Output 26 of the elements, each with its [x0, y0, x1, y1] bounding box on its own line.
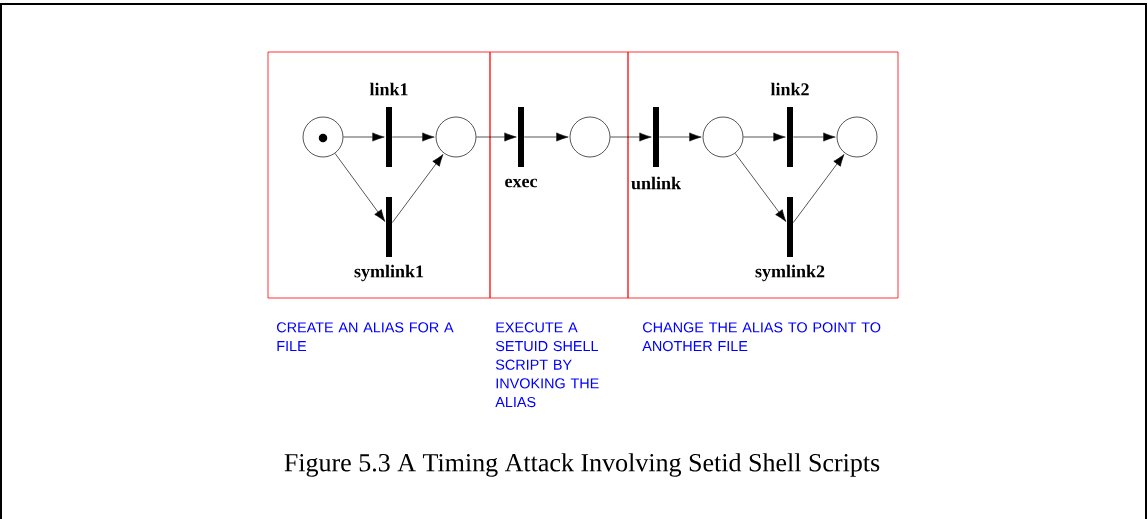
arrow: [391, 154, 444, 223]
arrow: [610, 132, 652, 142]
transition-label: link2: [770, 82, 809, 96]
place-circle: [836, 116, 878, 158]
arrow: [792, 154, 845, 223]
arrow: [523, 132, 569, 142]
arrow: [734, 153, 787, 222]
annotation-text: EXECUTE A SETUID SHELL SCRIPT BY INVOKING THE ALIAS: [495, 322, 599, 408]
arrow: [792, 132, 836, 142]
place-circle: [702, 116, 744, 158]
arrow: [743, 132, 786, 142]
transition-label: link1: [369, 82, 408, 96]
arrow: [476, 132, 517, 142]
arrow: [343, 132, 385, 142]
transition-label: unlink: [631, 176, 681, 190]
transition-label: exec: [505, 178, 538, 188]
arrow: [391, 132, 435, 142]
place-circle: [435, 116, 477, 158]
annotation-text: CHANGE THE ALIAS TO POINT TO ANOTHER FILE: [642, 322, 881, 352]
place-circle: [569, 116, 611, 158]
figure-caption: Figure 5.3 A Timing Attack Involving Setid Shell Scripts: [284, 453, 880, 477]
transition-label: symlink1: [354, 264, 424, 282]
arrow: [658, 132, 702, 142]
transition-label: symlink2: [755, 264, 825, 282]
arrow: [334, 153, 386, 222]
annotation-text: CREATE AN ALIAS FOR A FILE: [277, 322, 454, 351]
